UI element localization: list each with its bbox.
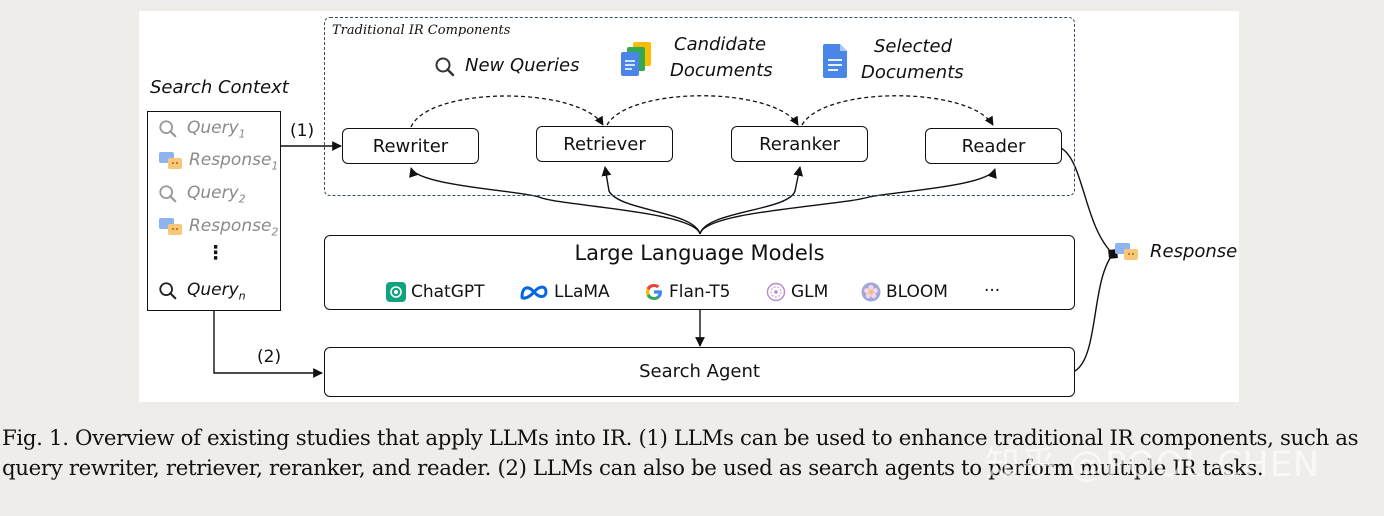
glm-icon	[766, 282, 786, 302]
chat-bubble-icon	[159, 152, 182, 170]
rewriter-box: Rewriter	[342, 128, 479, 164]
model-glm: GLM	[766, 282, 828, 302]
chat-bubble-icon	[159, 218, 182, 236]
context-response-2-sub: 2	[271, 225, 279, 239]
traditional-ir-group	[324, 17, 1075, 196]
path1-label: (1)	[290, 121, 315, 141]
search-agent-box	[324, 347, 1075, 397]
connector-lines	[213, 95, 1118, 378]
candidate-documents-line2: Documents	[670, 60, 773, 81]
context-response-1-sub: 1	[271, 159, 279, 173]
selected-documents-line2: Documents	[861, 62, 964, 83]
model-bloom-label: BLOOM	[886, 282, 948, 302]
meta-icon	[520, 285, 548, 300]
llm-box	[324, 235, 1075, 310]
llm-to-retriever	[601, 166, 701, 235]
model-flan-t5: Flan-T5	[644, 282, 730, 302]
chatgpt-icon	[386, 282, 406, 302]
reader-to-response	[1060, 147, 1114, 255]
context-query-2-label: Query	[187, 183, 239, 203]
models-more: ···	[984, 281, 1001, 301]
model-bloom: BLOOM	[861, 282, 948, 302]
search-context-title: Search Context	[150, 77, 289, 98]
llm-to-reader	[699, 168, 997, 235]
llm-title: Large Language Models	[574, 241, 825, 265]
traditional-ir-title: Traditional IR Components	[332, 23, 511, 38]
context-query-n-sub: n	[238, 289, 246, 303]
selected-documents-icon	[823, 44, 849, 82]
model-glm-label: GLM	[791, 282, 829, 302]
context-query-1-label: Query	[187, 118, 239, 138]
context-query-1-sub: 1	[238, 127, 246, 141]
model-flan-t5-label: Flan-T5	[669, 282, 731, 302]
model-chatgpt: ChatGPT	[386, 282, 485, 302]
llm-to-rewriter	[409, 167, 701, 235]
context-response-2: Response2	[158, 216, 278, 238]
selected-documents-line1: Selected	[874, 36, 953, 57]
reranker-box: Reranker	[731, 126, 868, 162]
context-query-1: Query1	[158, 118, 246, 140]
new-queries-label: New Queries	[465, 55, 580, 76]
path2-label: (2)	[257, 347, 282, 367]
search-agent-label: Search Agent	[639, 361, 760, 382]
google-icon	[646, 284, 662, 300]
reader-box: Reader	[925, 128, 1062, 164]
search-context-box: Query1 Response1 Query2 Response2 ⋮ Quer…	[147, 111, 281, 311]
model-llama-label: LLaMA	[554, 282, 610, 302]
figure-caption: Fig. 1. Overview of existing studies tha…	[2, 426, 1359, 481]
context-ellipsis: ⋮	[206, 242, 225, 264]
model-llama: LLaMA	[519, 282, 610, 302]
context-response-2-label: Response	[189, 216, 272, 236]
agent-to-response	[1074, 249, 1118, 372]
bloom-flower-icon	[861, 282, 881, 302]
magnifier-icon	[159, 185, 177, 203]
llm-to-reranker	[699, 166, 803, 235]
context-query-2: Query2	[158, 183, 246, 205]
context-query-n-label: Query	[187, 280, 239, 300]
ir-llm-figure: Traditional IR Components New Queries Ca…	[139, 11, 1239, 402]
context-query-2-sub: 2	[238, 192, 246, 206]
response-label: Response	[1150, 241, 1238, 262]
path2-arrow	[213, 311, 323, 378]
model-chatgpt-label: ChatGPT	[411, 282, 485, 302]
watermark: 知乎 @POOL CHEN	[985, 445, 1321, 485]
retriever-box: Retriever	[536, 126, 673, 162]
chat-bubble-icon	[1114, 241, 1140, 267]
context-response-1: Response1	[158, 150, 278, 172]
candidate-documents-line1: Candidate	[674, 34, 767, 55]
candidate-documents-icon	[618, 39, 658, 83]
context-response-1-label: Response	[189, 150, 272, 170]
magnifier-icon	[434, 56, 456, 82]
context-query-n: Queryn	[158, 280, 246, 302]
magnifier-icon	[159, 120, 177, 138]
magnifier-icon	[159, 282, 177, 300]
